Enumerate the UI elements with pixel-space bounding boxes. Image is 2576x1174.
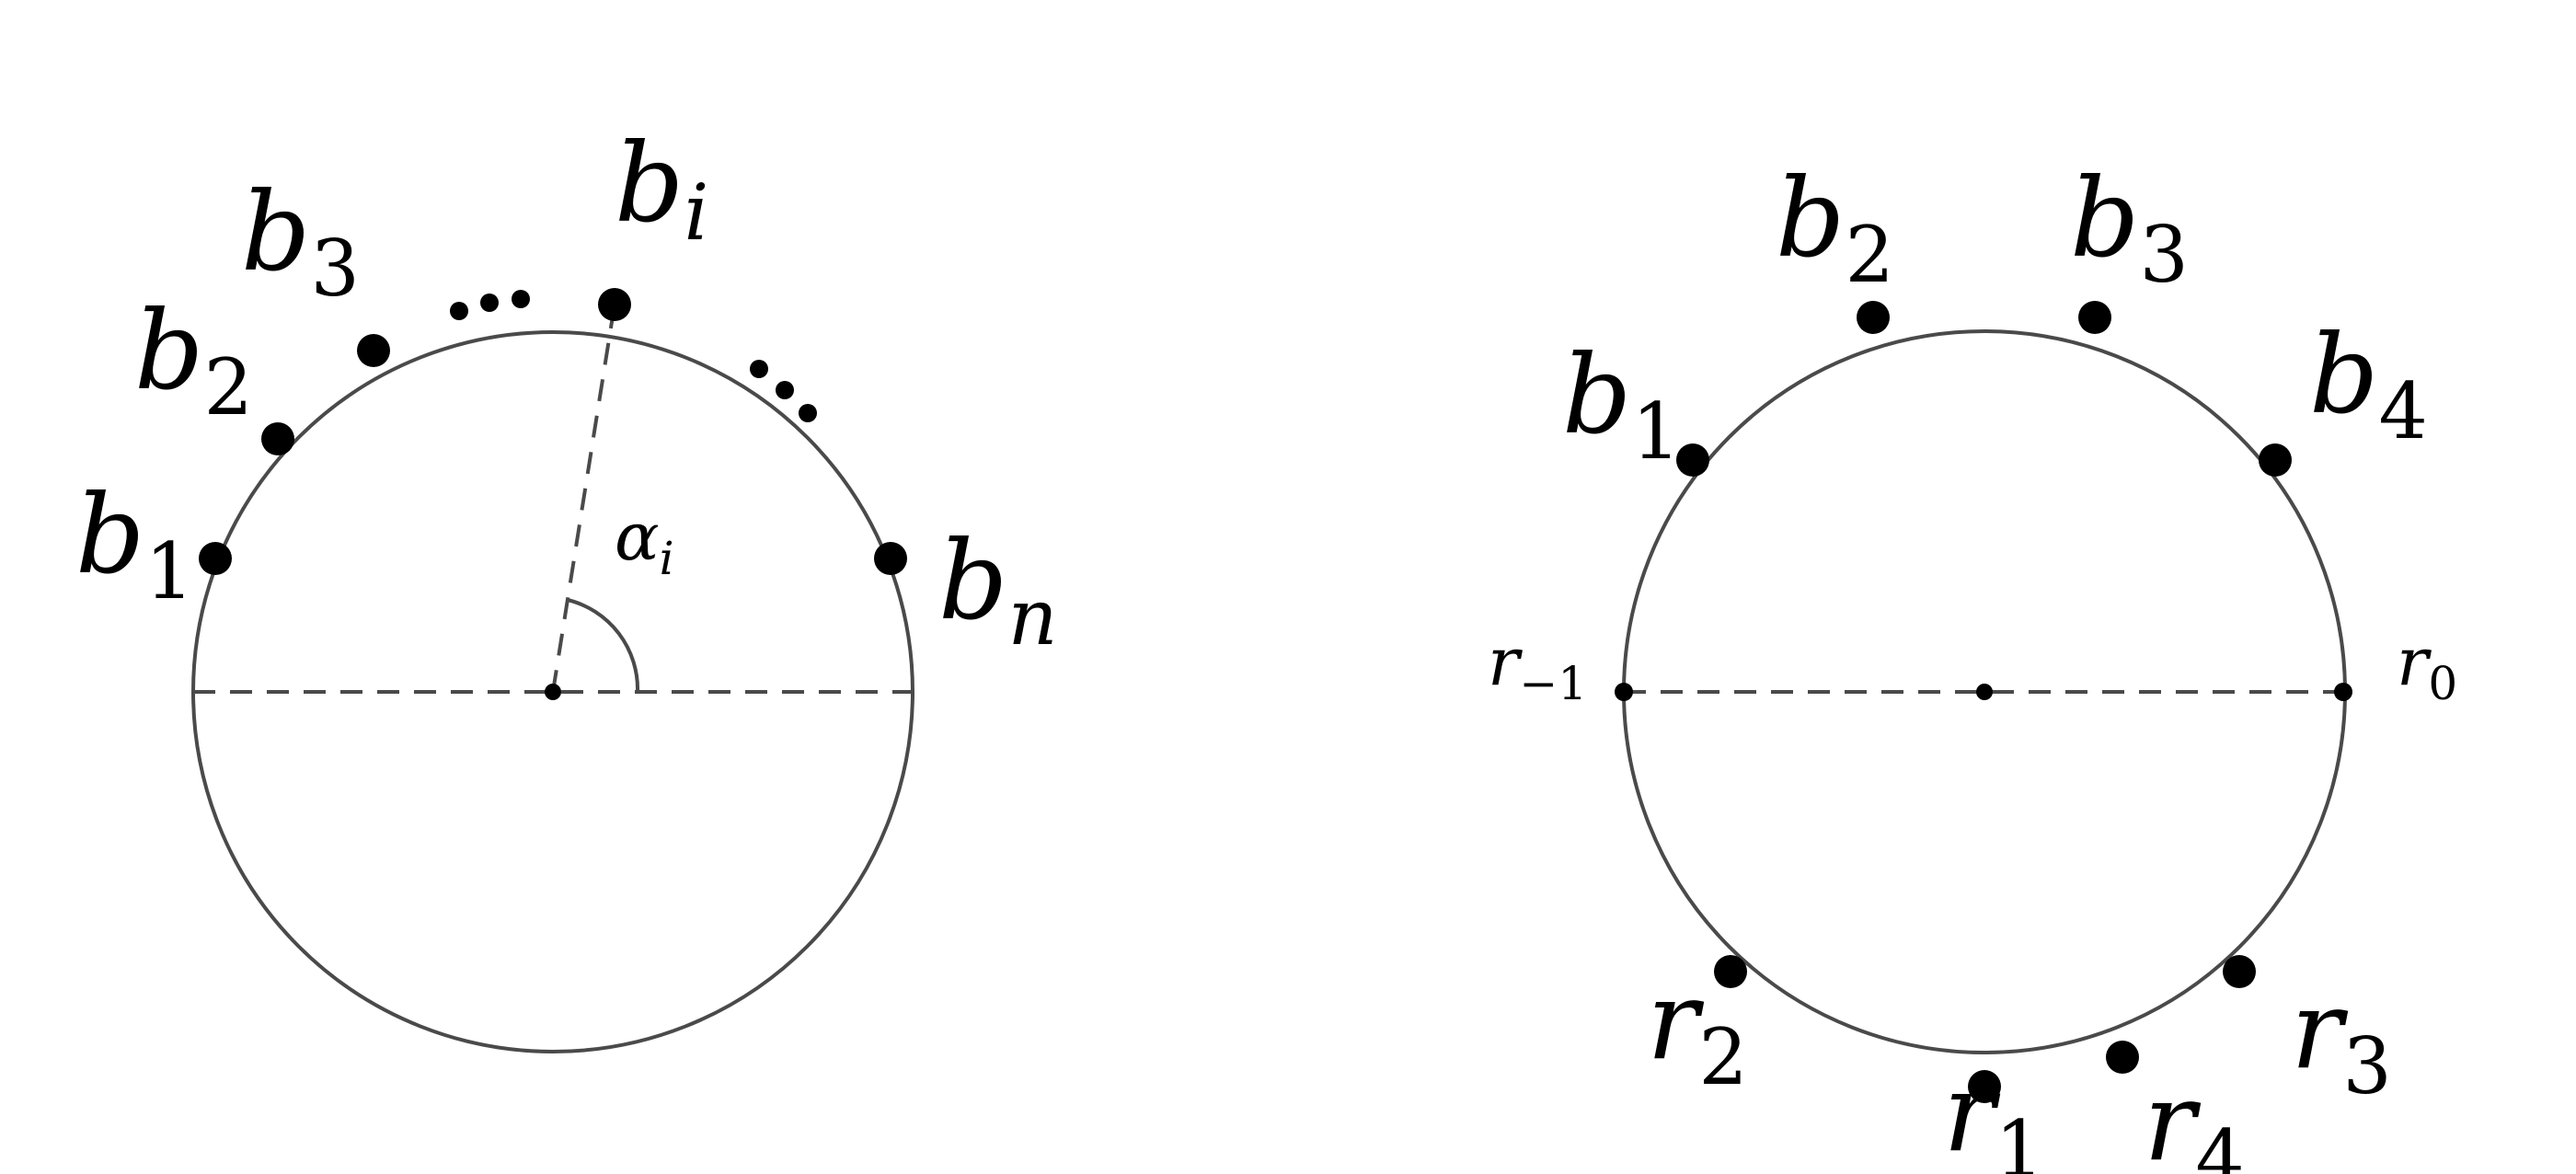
label-r0: r0 [2397, 623, 2457, 710]
ellipsis-dot [750, 360, 768, 378]
label-r2: r2 [1647, 957, 1748, 1102]
label-b2: b2 [1776, 155, 1894, 300]
point-b1 [1676, 443, 1709, 477]
left-diagram: b1 b2 b3 bi bn αi [75, 120, 1058, 1053]
label-b3: b3 [241, 168, 360, 314]
ellipsis-dot [799, 404, 817, 422]
ellipsis-dot [776, 381, 794, 399]
right-center-dot [1976, 684, 1993, 700]
point-r-minus1 [1615, 683, 1633, 701]
point-b3 [2078, 301, 2111, 334]
label-r1: r1 [1943, 1049, 2044, 1174]
ellipsis-dot [512, 290, 530, 308]
point-b2 [1857, 301, 1890, 334]
label-b3: b3 [2070, 155, 2189, 300]
label-bn: bn [938, 517, 1058, 662]
right-diagram: b1 b2 b3 b4 r−1 r0 r1 r2 r3 r4 [1488, 155, 2457, 1174]
label-r4: r4 [2144, 1058, 2245, 1174]
angle-arc [567, 598, 640, 693]
label-r3: r3 [2291, 966, 2392, 1111]
label-alpha-i: αi [615, 498, 674, 585]
left-center-dot [545, 684, 561, 700]
label-b4: b4 [2309, 311, 2428, 456]
label-bi: bi [615, 120, 708, 258]
label-r-minus1: r−1 [1488, 623, 1587, 710]
point-r1 [1968, 1070, 2001, 1103]
point-r0 [2334, 683, 2352, 701]
point-b1 [199, 542, 232, 575]
ellipsis-dot [450, 302, 468, 320]
left-radius-dashed [551, 304, 616, 693]
label-b2: b2 [134, 287, 253, 432]
point-r4 [2106, 1041, 2139, 1074]
point-b3 [357, 334, 390, 367]
label-b1: b1 [75, 471, 194, 616]
point-b4 [2259, 443, 2292, 477]
ellipsis-dot [480, 294, 499, 312]
point-bn [874, 542, 907, 575]
point-r2 [1714, 955, 1747, 988]
point-b2 [261, 422, 294, 455]
point-bi [598, 288, 631, 321]
point-r3 [2223, 955, 2256, 988]
label-b1: b1 [1562, 331, 1681, 477]
